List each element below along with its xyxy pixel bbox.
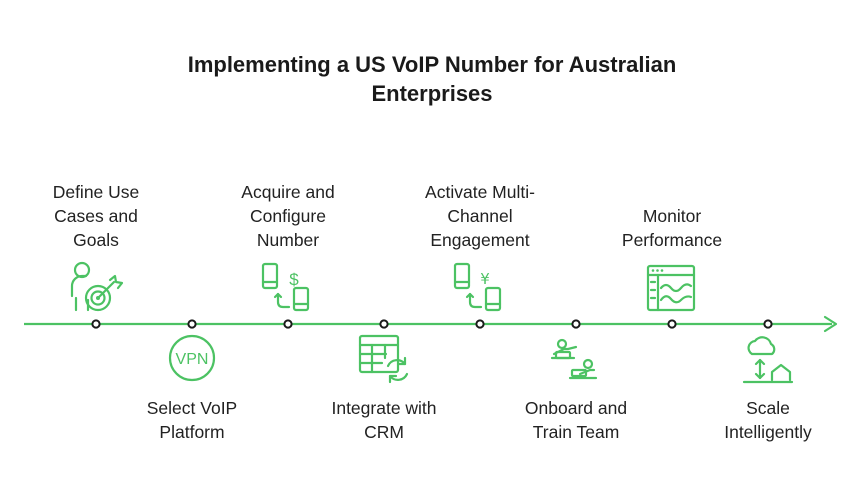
label-line: Activate Multi- bbox=[425, 182, 535, 202]
label-line: Configure bbox=[250, 206, 326, 226]
svg-text:$: $ bbox=[289, 270, 299, 289]
svg-text:¥: ¥ bbox=[480, 270, 490, 288]
label-line: Intelligently bbox=[724, 422, 812, 442]
diagram-title: Implementing a US VoIP Number for Austra… bbox=[82, 50, 782, 108]
step-label-activate-multichannel: Activate Multi- Channel Engagement bbox=[395, 180, 565, 252]
label-line: CRM bbox=[364, 422, 404, 442]
person-target-icon bbox=[66, 258, 126, 318]
label-line: Performance bbox=[621, 230, 723, 250]
title-line-2: Enterprises bbox=[371, 81, 493, 106]
step-dot-4 bbox=[379, 319, 389, 329]
label-line: Train Team bbox=[532, 422, 620, 442]
label-line: Goals bbox=[73, 230, 119, 250]
timeline-arrowhead bbox=[823, 315, 838, 333]
label-line: Number bbox=[256, 230, 320, 250]
cloud-scale-icon bbox=[738, 334, 798, 394]
title-line-1: Implementing a US VoIP Number for Austra… bbox=[187, 52, 677, 77]
phone-transfer-dollar-icon: $ bbox=[258, 258, 318, 318]
step-label-integrate-crm: Integrate with CRM bbox=[299, 396, 469, 444]
step-label-select-voip-platform: Select VoIP Platform bbox=[107, 396, 277, 444]
step-dot-7 bbox=[667, 319, 677, 329]
dashboard-chart-icon bbox=[642, 260, 702, 320]
step-dot-1 bbox=[91, 319, 101, 329]
step-dot-5 bbox=[475, 319, 485, 329]
step-dot-8 bbox=[763, 319, 773, 329]
phone-transfer-yen-icon: ¥ bbox=[450, 258, 510, 318]
label-line: Select VoIP bbox=[146, 398, 238, 418]
label-line: Define Use bbox=[52, 182, 140, 202]
label-line: Integrate with bbox=[331, 398, 437, 418]
label-line: Platform bbox=[159, 422, 225, 442]
label-line: Cases and bbox=[54, 206, 138, 226]
step-dot-3 bbox=[283, 319, 293, 329]
step-label-onboard-train-team: Onboard and Train Team bbox=[491, 396, 661, 444]
laptop-training-icon bbox=[546, 334, 606, 394]
step-dot-2 bbox=[187, 319, 197, 329]
step-dot-6 bbox=[571, 319, 581, 329]
step-label-define-use-cases: Define Use Cases and Goals bbox=[11, 180, 181, 252]
step-label-acquire-configure-number: Acquire and Configure Number bbox=[203, 180, 373, 252]
label-line: Acquire and bbox=[241, 182, 335, 202]
label-line: Channel bbox=[447, 206, 513, 226]
label-line: Monitor bbox=[642, 206, 702, 226]
label-line: Scale bbox=[746, 398, 790, 418]
label-line: Engagement bbox=[430, 230, 530, 250]
label-line: Onboard and bbox=[524, 398, 628, 418]
step-label-scale-intelligently: Scale Intelligently bbox=[683, 396, 853, 444]
step-label-monitor-performance: Monitor Performance bbox=[587, 204, 757, 252]
vpn-icon: VPN bbox=[162, 330, 222, 390]
svg-text:VPN: VPN bbox=[176, 351, 209, 368]
table-sync-icon bbox=[354, 332, 414, 392]
